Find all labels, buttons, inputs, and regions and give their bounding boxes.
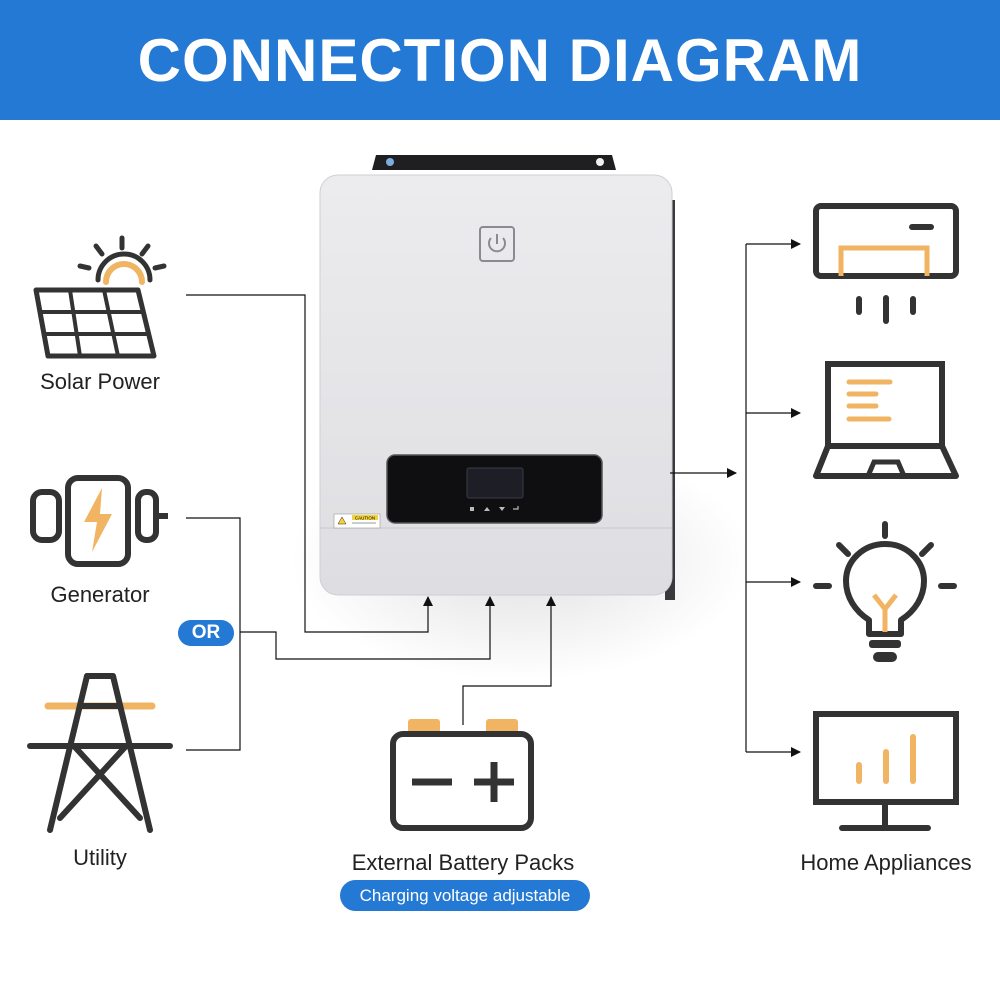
connection-lines (186, 239, 801, 757)
panel-buttons (470, 506, 519, 511)
power-icon (479, 226, 515, 262)
laptop-icon (813, 361, 959, 479)
solar-power-label: Solar Power (40, 369, 160, 394)
utility-label: Utility (73, 845, 127, 870)
or-badge: OR (178, 620, 234, 646)
svg-text:CAUTION: CAUTION (355, 516, 375, 521)
header-banner: CONNECTION DIAGRAM (0, 0, 1000, 120)
solar-connection (186, 294, 433, 633)
generator-icon (30, 475, 168, 567)
grid-connection (240, 596, 495, 660)
inverter-unit: CAUTION (290, 155, 750, 680)
battery-label: External Battery Packs (351, 850, 575, 875)
page-title: CONNECTION DIAGRAM (137, 26, 863, 94)
mounting-bracket (372, 155, 616, 170)
lcd-display (466, 467, 524, 499)
utility-tower-icon (27, 673, 173, 833)
charging-note-badge: Charging voltage adjustable (340, 880, 590, 911)
air-conditioner-icon (813, 203, 959, 324)
battery-connection (462, 596, 556, 725)
light-bulb-icon (813, 521, 957, 662)
generator-utility-connection (186, 517, 241, 751)
solar-panel-icon (33, 235, 167, 359)
battery-icon (390, 719, 534, 831)
monitor-icon (813, 711, 959, 831)
home-appliances-label: Home Appliances (800, 850, 972, 875)
generator-label: Generator (50, 582, 150, 607)
